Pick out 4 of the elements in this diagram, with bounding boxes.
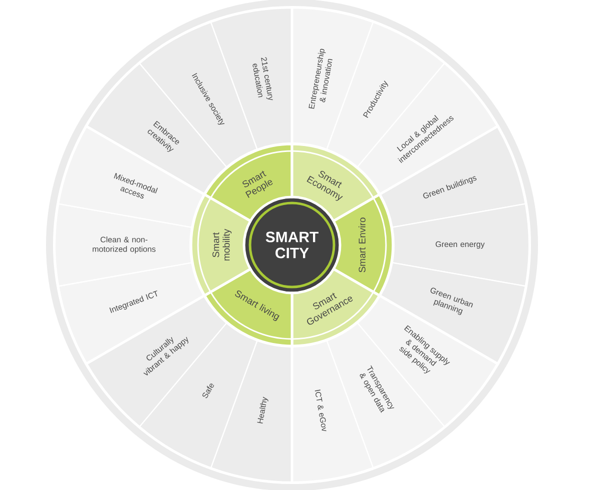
ring-segment: Clean & non-motorized options bbox=[54, 203, 192, 287]
node-label: ICT & eGov bbox=[314, 390, 326, 432]
ring-segment: Green energy bbox=[392, 203, 530, 287]
node-label: Healthy bbox=[257, 396, 268, 424]
